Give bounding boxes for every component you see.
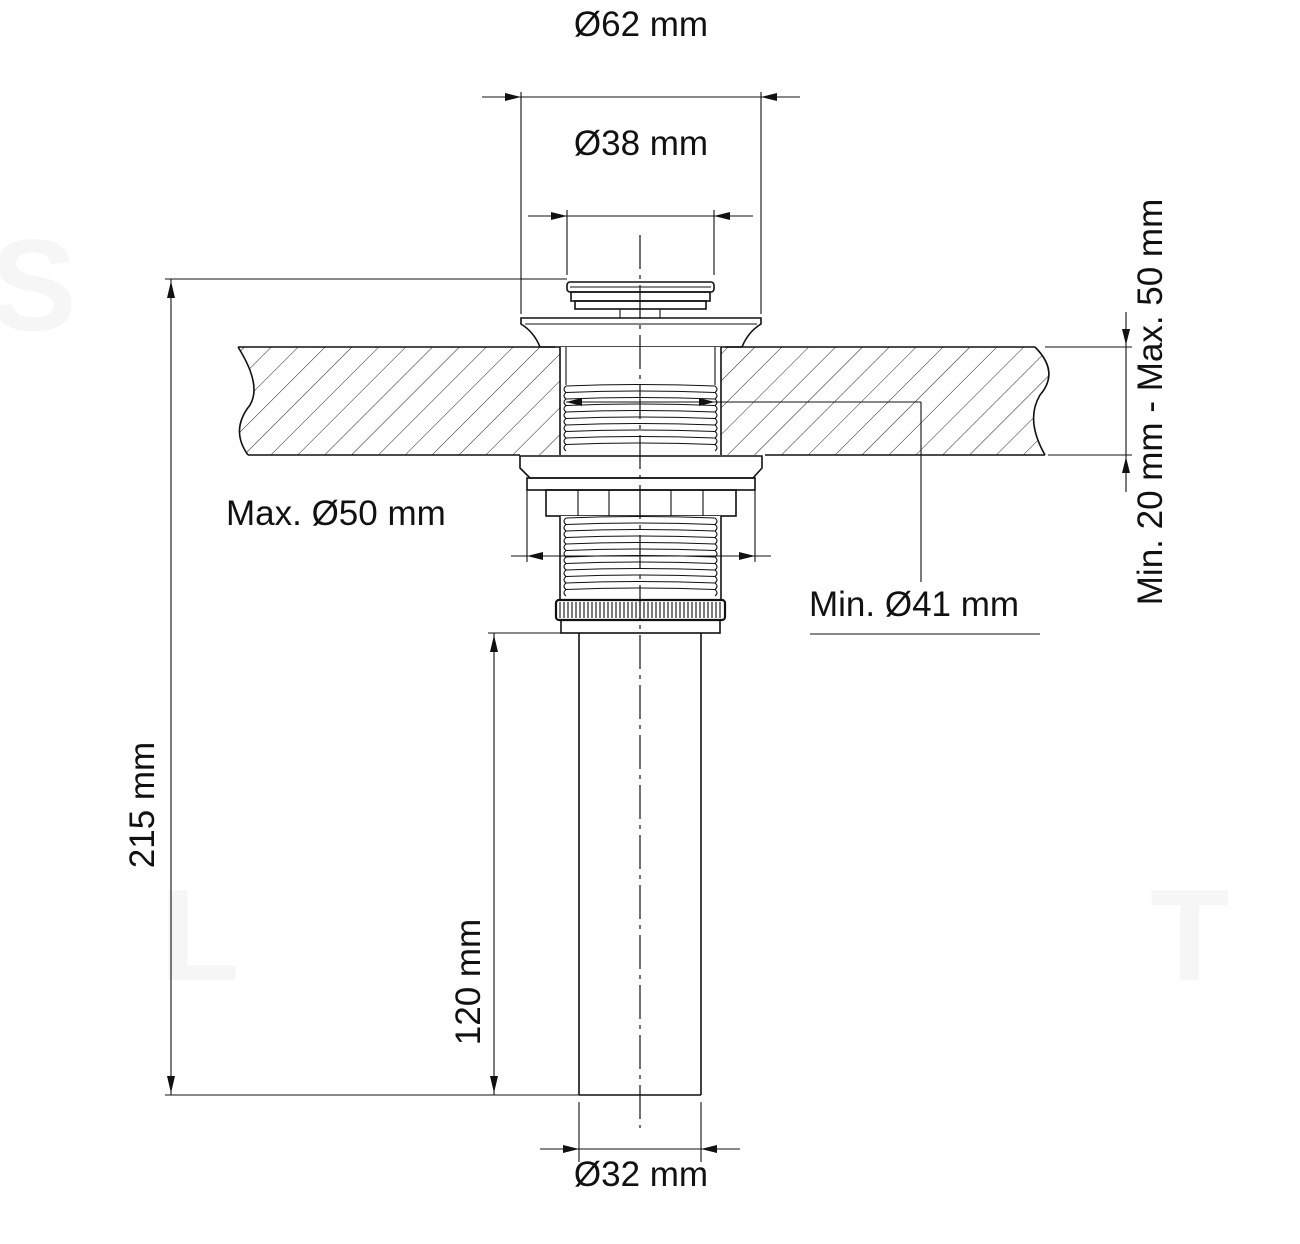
dimension-max-hole-diameter-label: Max. Ø50 mm [226,494,446,533]
svg-text:S: S [0,212,77,358]
svg-text:L: L [160,862,239,1008]
dimension-min-hole-diameter: Min. Ø41 mm [566,398,1040,635]
dimension-total-height: 215 mm [123,278,701,1096]
dimension-cap-diameter-label: Ø38 mm [574,124,708,163]
dimension-cap-diameter: Ø38 mm [528,124,753,275]
dimension-top-outer-diameter: Ø62 mm [482,5,800,314]
svg-text:T: T [1150,862,1229,1008]
top-flange [520,317,762,348]
watermark: S L T [0,212,1229,1008]
lower-washer [519,455,763,479]
dimension-tailpiece-diameter: Ø32 mm [540,1102,740,1194]
dimension-tailpiece-length-label: 120 mm [449,919,488,1045]
lock-nut [526,477,756,517]
dimension-max-hole-diameter: Max. Ø50 mm [226,490,771,562]
dimension-top-outer-diameter-label: Ø62 mm [574,5,708,44]
dimension-tailpiece-length: 120 mm [449,632,561,1095]
knurled-coupling-nut [554,598,727,634]
dimension-total-height-label: 215 mm [123,742,162,868]
dimension-countertop-thickness-label: Min. 20 mm - Max. 50 mm [1131,199,1170,605]
dimension-countertop-thickness: Min. 20 mm - Max. 50 mm [1045,199,1170,605]
drain-body [519,235,763,1128]
dimension-min-hole-diameter-label: Min. Ø41 mm [809,585,1019,624]
dimension-tailpiece-diameter-label: Ø32 mm [574,1155,708,1194]
